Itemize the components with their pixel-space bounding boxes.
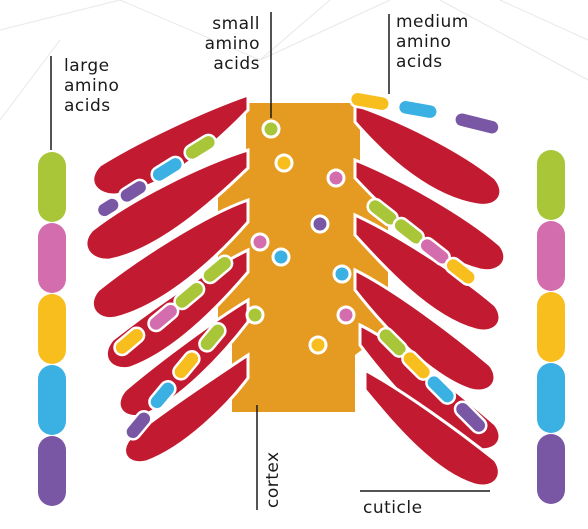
small-amino-acid: [334, 266, 350, 282]
small-amino-acid: [273, 249, 289, 265]
label-line: amino: [178, 34, 260, 54]
cortex-label: cortex: [263, 451, 283, 508]
chain-bead: [38, 436, 66, 506]
label-line: medium: [396, 12, 469, 32]
large-amino-acids-label: large amino acids: [64, 56, 119, 116]
amino-acid-bead: [397, 99, 439, 121]
cuticle-label: cuticle: [363, 498, 423, 518]
label-line: amino: [396, 32, 469, 52]
large-amino-acid-chain-right: [537, 150, 565, 504]
small-amino-acid: [276, 155, 292, 171]
chain-bead: [537, 221, 565, 291]
small-amino-acid: [328, 170, 344, 186]
amino-acid-bead: [453, 111, 501, 137]
small-amino-acid: [263, 121, 279, 137]
label-line: acids: [178, 54, 260, 74]
chain-bead: [537, 150, 565, 220]
chain-bead: [537, 292, 565, 362]
label-line: amino: [64, 76, 119, 96]
small-amino-acids-label: small amino acids: [178, 14, 260, 74]
medium-amino-acids-label: medium amino acids: [396, 12, 469, 72]
small-amino-acid: [338, 307, 354, 323]
small-amino-acid: [247, 307, 263, 323]
large-amino-acid-chain-left: [38, 152, 66, 506]
left-cuticle-scales: [86, 95, 248, 463]
small-amino-acid: [312, 216, 328, 232]
chain-bead: [38, 294, 66, 364]
label-line: acids: [396, 52, 469, 72]
chain-bead: [537, 363, 565, 433]
label-line: large: [64, 56, 119, 76]
label-line: acids: [64, 96, 119, 116]
chain-bead: [38, 365, 66, 435]
chain-bead: [38, 223, 66, 293]
small-amino-acid: [252, 234, 268, 250]
chain-bead: [38, 152, 66, 222]
label-line: small: [178, 14, 260, 34]
chain-bead: [537, 434, 565, 504]
small-amino-acid: [310, 337, 326, 353]
